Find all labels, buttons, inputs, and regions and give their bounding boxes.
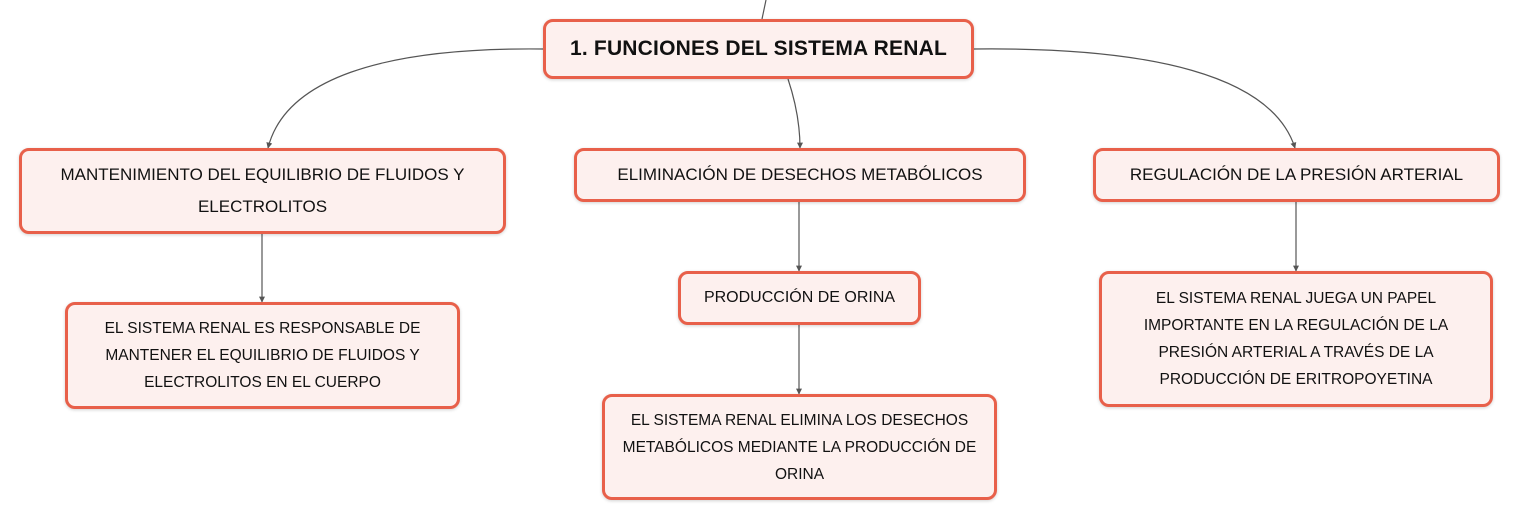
connector-incoming bbox=[761, 0, 767, 20]
root-topic-label: 1. FUNCIONES DEL SISTEMA RENAL bbox=[569, 37, 948, 60]
branch-label: ELIMINACIÓN DE DESECHOS METABÓLICOS bbox=[617, 165, 983, 184]
subtopic-label: PRODUCCIÓN DE ORINA bbox=[703, 289, 896, 306]
detail-fluid-electrolyte-balance[interactable]: EL SISTEMA RENAL ES RESPONSABLE DE MANTE… bbox=[65, 302, 460, 409]
detail-text: EL SISTEMA RENAL ELIMINA LOS DESECHOS ME… bbox=[622, 411, 977, 483]
branch-fluid-electrolyte-balance[interactable]: MANTENIMIENTO DEL EQUILIBRIO DE FLUIDOS … bbox=[19, 148, 506, 234]
branch-metabolic-waste-elimination[interactable]: ELIMINACIÓN DE DESECHOS METABÓLICOS bbox=[574, 148, 1026, 202]
detail-text: EL SISTEMA RENAL JUEGA UN PAPEL IMPORTAN… bbox=[1143, 290, 1449, 388]
detail-metabolic-waste-elimination[interactable]: EL SISTEMA RENAL ELIMINA LOS DESECHOS ME… bbox=[602, 394, 997, 500]
branch-label: REGULACIÓN DE LA PRESIÓN ARTERIAL bbox=[1129, 165, 1464, 184]
root-topic[interactable]: 1. FUNCIONES DEL SISTEMA RENAL bbox=[543, 19, 974, 79]
branch-blood-pressure-regulation[interactable]: REGULACIÓN DE LA PRESIÓN ARTERIAL bbox=[1093, 148, 1500, 202]
detail-text: EL SISTEMA RENAL ES RESPONSABLE DE MANTE… bbox=[104, 320, 421, 391]
branch-label: MANTENIMIENTO DEL EQUILIBRIO DE FLUIDOS … bbox=[60, 165, 465, 216]
subtopic-urine-production[interactable]: PRODUCCIÓN DE ORINA bbox=[678, 271, 921, 325]
detail-blood-pressure-regulation[interactable]: EL SISTEMA RENAL JUEGA UN PAPEL IMPORTAN… bbox=[1099, 271, 1493, 407]
connector-root-branch-2 bbox=[787, 78, 803, 149]
connector-root-branch-1 bbox=[266, 48, 544, 149]
connector-root-branch-3 bbox=[973, 48, 1297, 149]
